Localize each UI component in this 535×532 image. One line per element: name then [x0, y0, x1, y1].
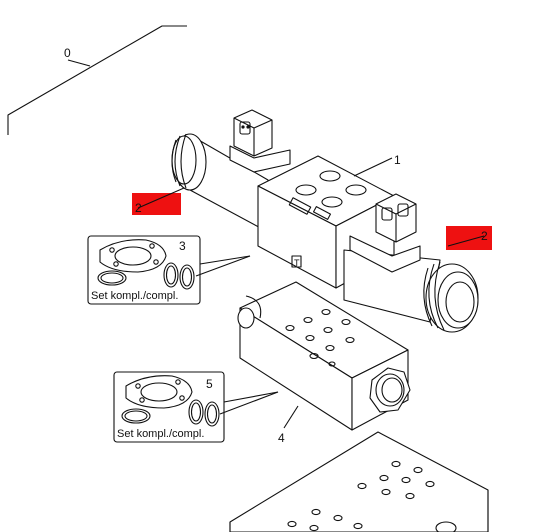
callout-2-right-highlight: [446, 226, 492, 250]
callout-2-left-leader: [137, 187, 185, 209]
seal-plate-3: [99, 239, 167, 273]
callout-5-leader: [219, 391, 279, 415]
set-label-bottom: Set kompl./compl.: [117, 428, 204, 440]
left-solenoid: [171, 133, 269, 233]
o-ring-1: [163, 262, 179, 288]
set-label-top: Set kompl./compl.: [91, 290, 178, 302]
callout-2-right: 2: [481, 229, 488, 243]
base-manifold-block: [229, 431, 489, 532]
seal-plate-5: [125, 375, 193, 409]
callout-3: 3: [179, 239, 186, 253]
callout-5: 5: [206, 377, 213, 391]
block-port-holes: [285, 308, 355, 367]
callout-2-left-highlight: [132, 193, 181, 215]
hex-plug: [369, 367, 411, 413]
right-solenoid: [343, 249, 479, 333]
callout-1-leader: [353, 157, 393, 177]
callout-2-right-leader: [447, 235, 485, 247]
o-ring-flat: [97, 270, 127, 286]
o-ring-2: [179, 264, 195, 290]
left-connector: [229, 109, 291, 173]
callout-0-leader: [7, 25, 187, 135]
check-valve-block: [237, 281, 411, 431]
callout-4: 4: [278, 431, 285, 445]
t-marking: [291, 255, 302, 268]
directional-valve: T: [171, 109, 479, 333]
seal-kit-5: [113, 371, 225, 443]
callout-2-left: 2: [135, 201, 142, 215]
callout-3-leader: [195, 255, 251, 277]
callout-4-leader: [283, 405, 299, 429]
callout-1: 1: [394, 153, 401, 167]
seal-kit-3: [87, 235, 201, 305]
callout-0: 0: [64, 46, 71, 60]
base-port-holes: [287, 460, 457, 532]
svg-text:T: T: [294, 258, 300, 268]
right-connector: [349, 193, 421, 273]
